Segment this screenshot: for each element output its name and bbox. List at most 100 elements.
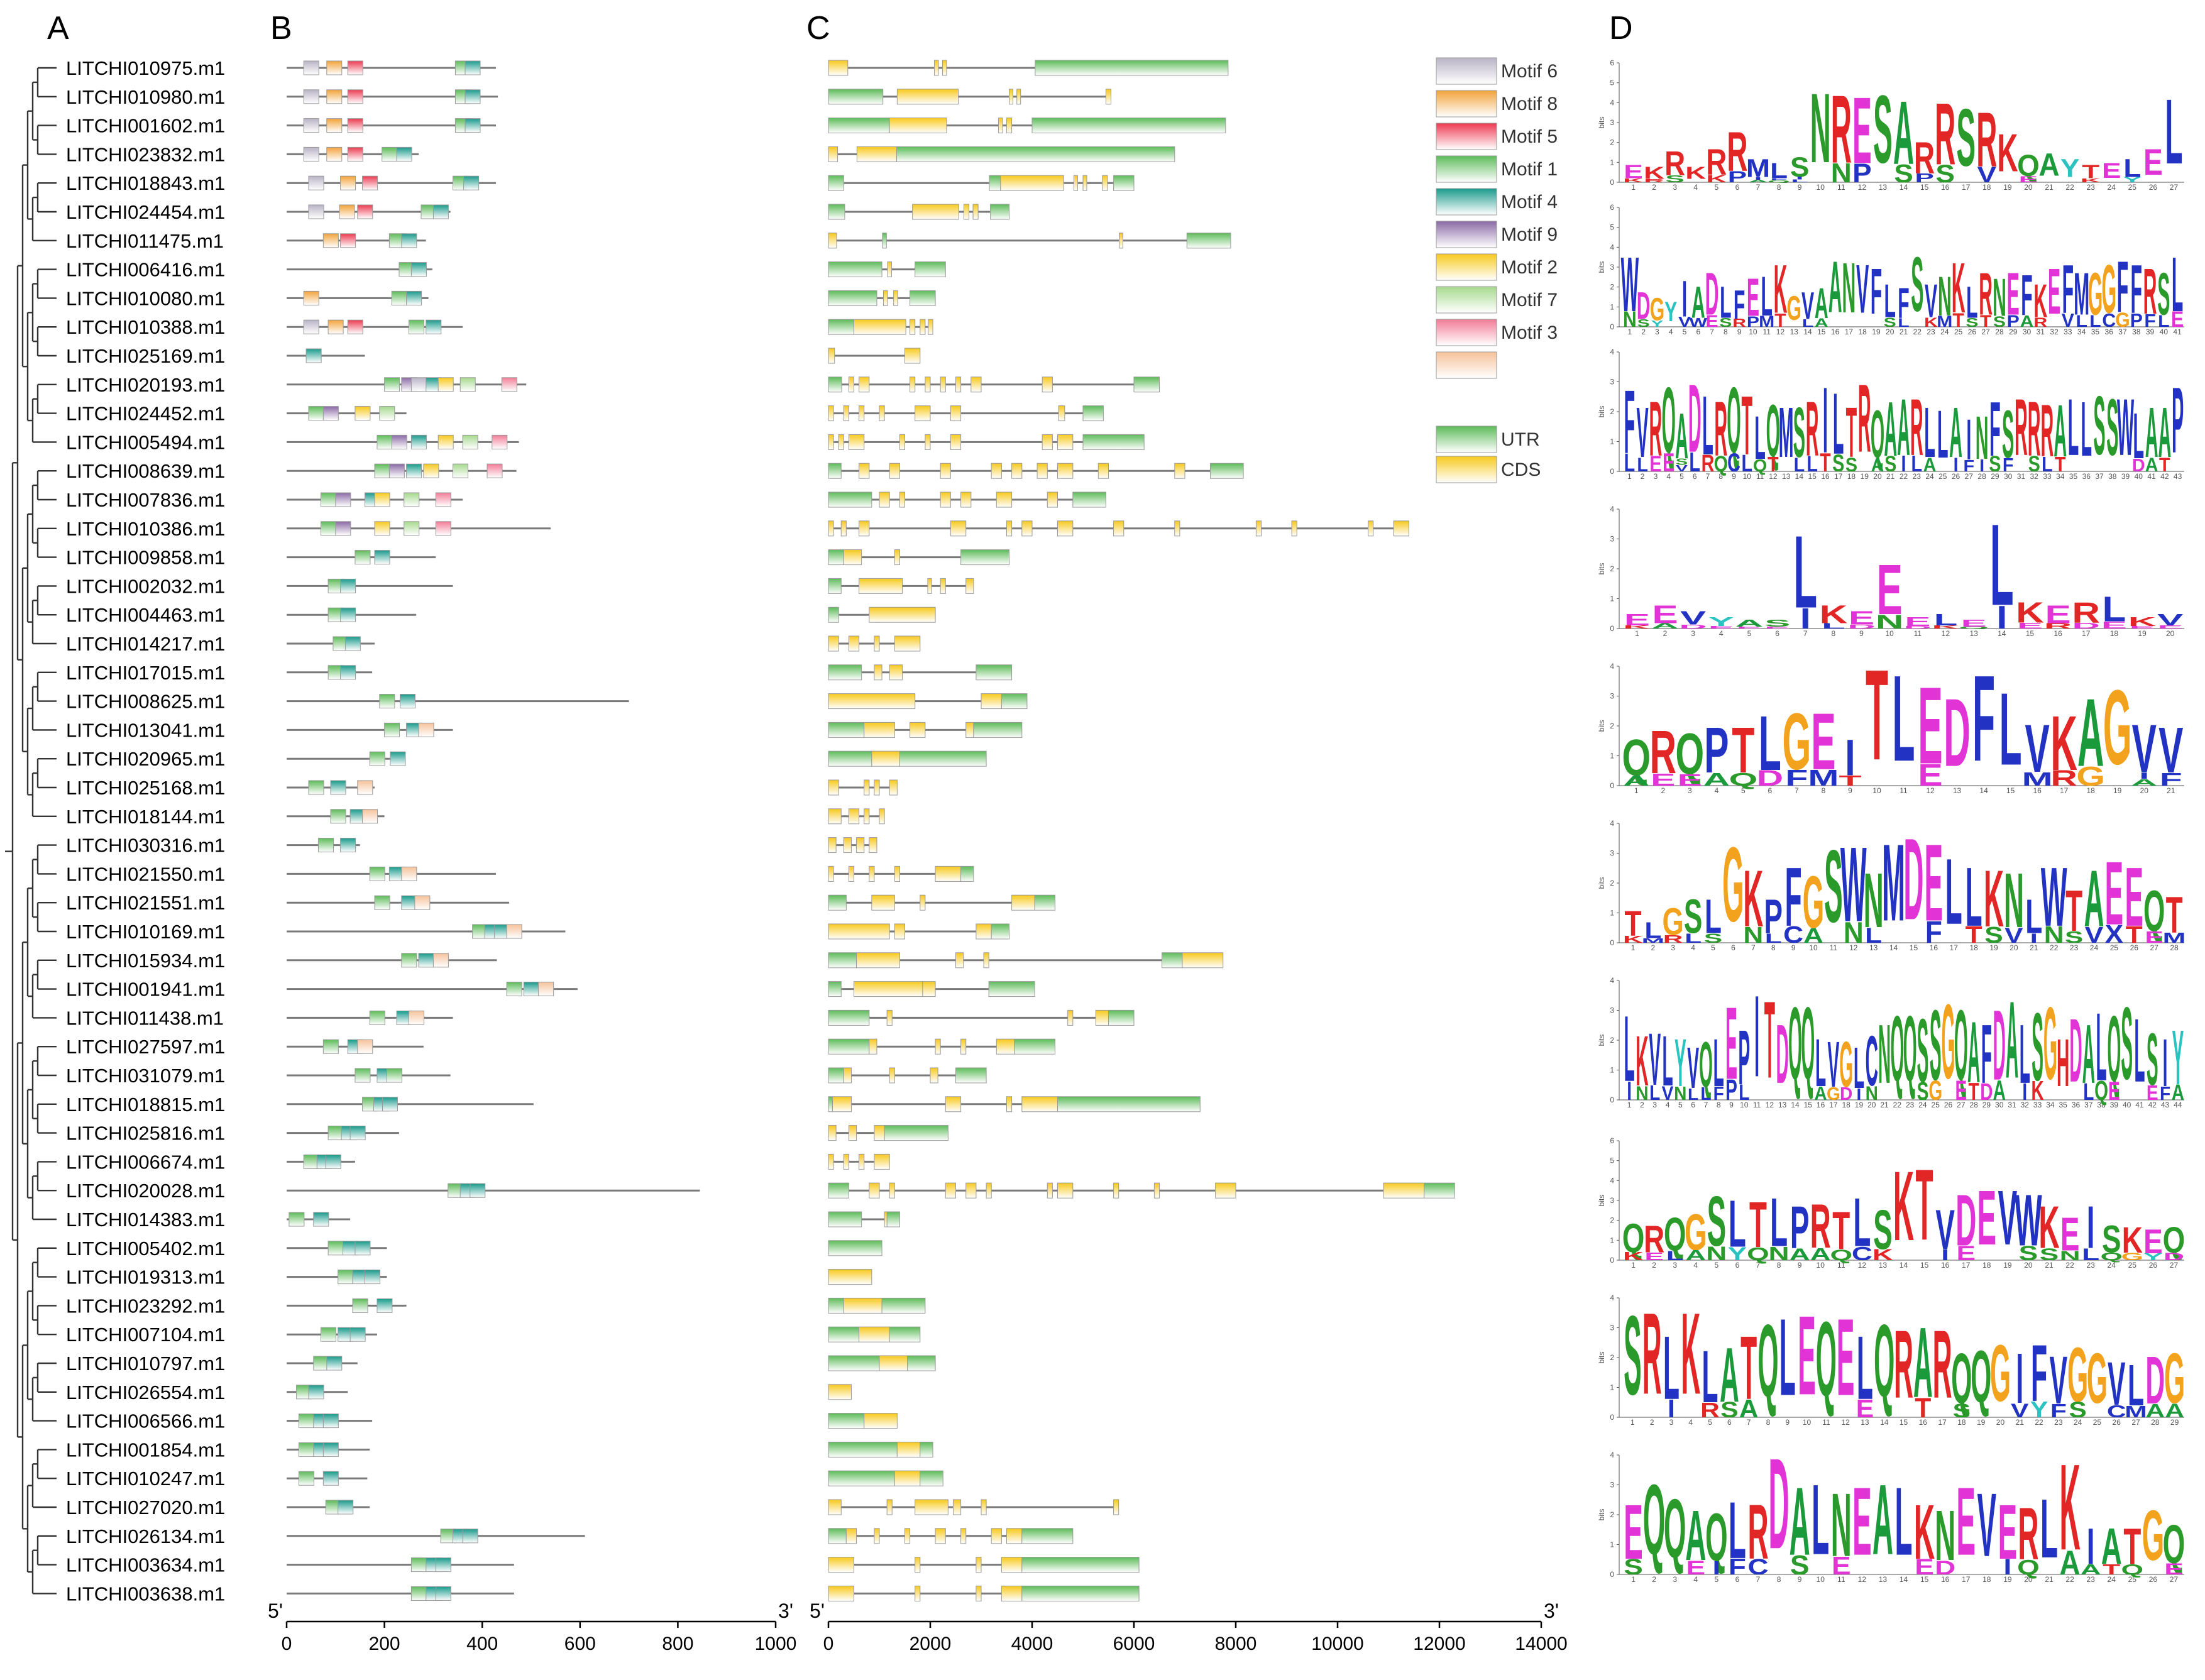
logo-position-label: 8 <box>1822 786 1826 795</box>
logo-y-tick-label: 6 <box>1610 1136 1614 1145</box>
logo-y-tick-label: 3 <box>1610 378 1614 387</box>
cds-box <box>843 837 852 854</box>
logo-letter: D <box>2132 456 2145 476</box>
logo-position-label: 25 <box>2128 1261 2137 1270</box>
logo-letter: E <box>2102 158 2121 183</box>
cds-box <box>883 290 888 306</box>
logo-position-label: 12 <box>1858 183 1867 192</box>
logo-position-label: 7 <box>1756 1575 1761 1584</box>
cds-box <box>925 434 931 450</box>
logo-position-label: 24 <box>1918 1101 1927 1109</box>
gene-label: LITCHI010080.m1 <box>66 287 225 309</box>
logo-position-label: 10 <box>1740 1101 1749 1109</box>
motif-box <box>399 694 415 709</box>
logo-letter: F <box>2062 251 2074 329</box>
logo-letter: T <box>2103 1561 2120 1578</box>
gene-label: LITCHI014383.m1 <box>66 1209 225 1231</box>
cds-box <box>981 1499 987 1515</box>
logo-letter: C <box>2102 310 2116 331</box>
logo-letter: A <box>1993 1074 2006 1106</box>
logo-letter: R <box>1664 144 1685 183</box>
logo-position-label: 18 <box>1982 1261 1991 1270</box>
logo-position-label: 18 <box>2086 786 2095 795</box>
logo-letter: E <box>1624 162 1643 183</box>
motif-box <box>426 319 442 334</box>
motif-box <box>298 1471 314 1486</box>
logo-position-label: 10 <box>1749 327 1757 336</box>
cds-box <box>832 1096 852 1112</box>
logo-letter: F <box>1989 385 2001 472</box>
logo-letter: K <box>2050 701 2077 787</box>
cds-box <box>965 578 974 594</box>
logo-letter: M <box>1641 937 1664 944</box>
logo-position-label: 31 <box>2008 1101 2016 1109</box>
logo-position-label: 21 <box>2045 1261 2054 1270</box>
logo-letter: E <box>2019 175 2038 184</box>
utr-box <box>1057 1096 1201 1112</box>
logo-letter: A <box>1923 454 1937 476</box>
logo-position-label: 6 <box>1696 327 1700 336</box>
logo-y-tick-label: 1 <box>1610 302 1614 311</box>
motif-box <box>355 1068 371 1083</box>
logo-letter: T <box>1740 1318 1757 1419</box>
logo-letter: E <box>1747 267 1759 327</box>
logo-letter: Q <box>1664 1209 1686 1261</box>
logo-letter: Y <box>1708 614 1734 629</box>
logo-position-label: 14 <box>1900 1575 1908 1584</box>
cds-box <box>940 491 951 508</box>
logo-letter: L <box>1637 454 1648 476</box>
logo-position-label: 13 <box>1969 629 1978 638</box>
utr-box <box>907 1355 936 1371</box>
motif-box <box>338 1500 354 1515</box>
logo-letter: V <box>1680 608 1707 629</box>
cds-box <box>859 405 865 422</box>
logo-position-label: 21 <box>2045 1575 2054 1584</box>
logo-letter: A <box>1884 385 1897 472</box>
logo-letter: Y <box>1651 319 1663 329</box>
logo-letter: R <box>1702 451 1715 477</box>
logo-position-label: 15 <box>1920 1575 1929 1584</box>
motif-box <box>377 1298 393 1313</box>
logo-letter: W <box>1621 241 1639 327</box>
logo-letter: Y <box>2172 1014 2184 1101</box>
logo-position-label: 40 <box>2123 1101 2131 1109</box>
logo-letter: A <box>1893 82 1914 184</box>
logo-letter: C <box>1866 1023 1878 1101</box>
logo-y-tick-label: 2 <box>1610 407 1614 416</box>
logo-position-label: 13 <box>1869 943 1878 952</box>
logo-position-label: 44 <box>2174 1101 2182 1109</box>
axis-tick-label: 12000 <box>1413 1633 1465 1654</box>
logo-position-label: 10 <box>1803 1418 1812 1427</box>
motif-box <box>437 377 454 392</box>
logo-letter: L <box>1689 447 1700 477</box>
logo-position-label: 6 <box>1735 183 1740 192</box>
cds-box <box>889 779 898 796</box>
motif-legend-label: Motif 4 <box>1501 192 1558 212</box>
logo-letter: L <box>1770 158 1788 183</box>
logo-letter: E <box>1764 626 1790 629</box>
logo-letter: D <box>1688 365 1702 473</box>
motif-box <box>374 492 390 507</box>
cds-box <box>950 405 962 422</box>
logo-y-tick-label: 4 <box>1610 505 1614 513</box>
gene-label: LITCHI018843.m1 <box>66 172 225 194</box>
logo-position-label: 6 <box>1727 1418 1732 1427</box>
motif-box <box>318 838 334 853</box>
utr-box <box>973 722 1023 738</box>
motif-box <box>326 89 343 104</box>
cds-box <box>960 1038 967 1055</box>
logo-letter: E <box>1956 1242 1976 1265</box>
logo-position-label: 7 <box>1706 472 1710 481</box>
logo-letter: L <box>1688 1085 1698 1104</box>
logo-position-label: 4 <box>1669 327 1673 336</box>
utr-box <box>828 89 884 105</box>
logo-letter: V <box>1662 1082 1674 1104</box>
logo-letter: L <box>1754 404 1766 473</box>
logo-letter: C <box>1727 447 1740 478</box>
motif-box <box>435 1557 451 1573</box>
motif-box <box>374 521 390 536</box>
logo-letter: R <box>1979 261 1993 329</box>
logo-position-label: 8 <box>1777 183 1781 192</box>
logo-position-label: 24 <box>1925 472 1934 481</box>
